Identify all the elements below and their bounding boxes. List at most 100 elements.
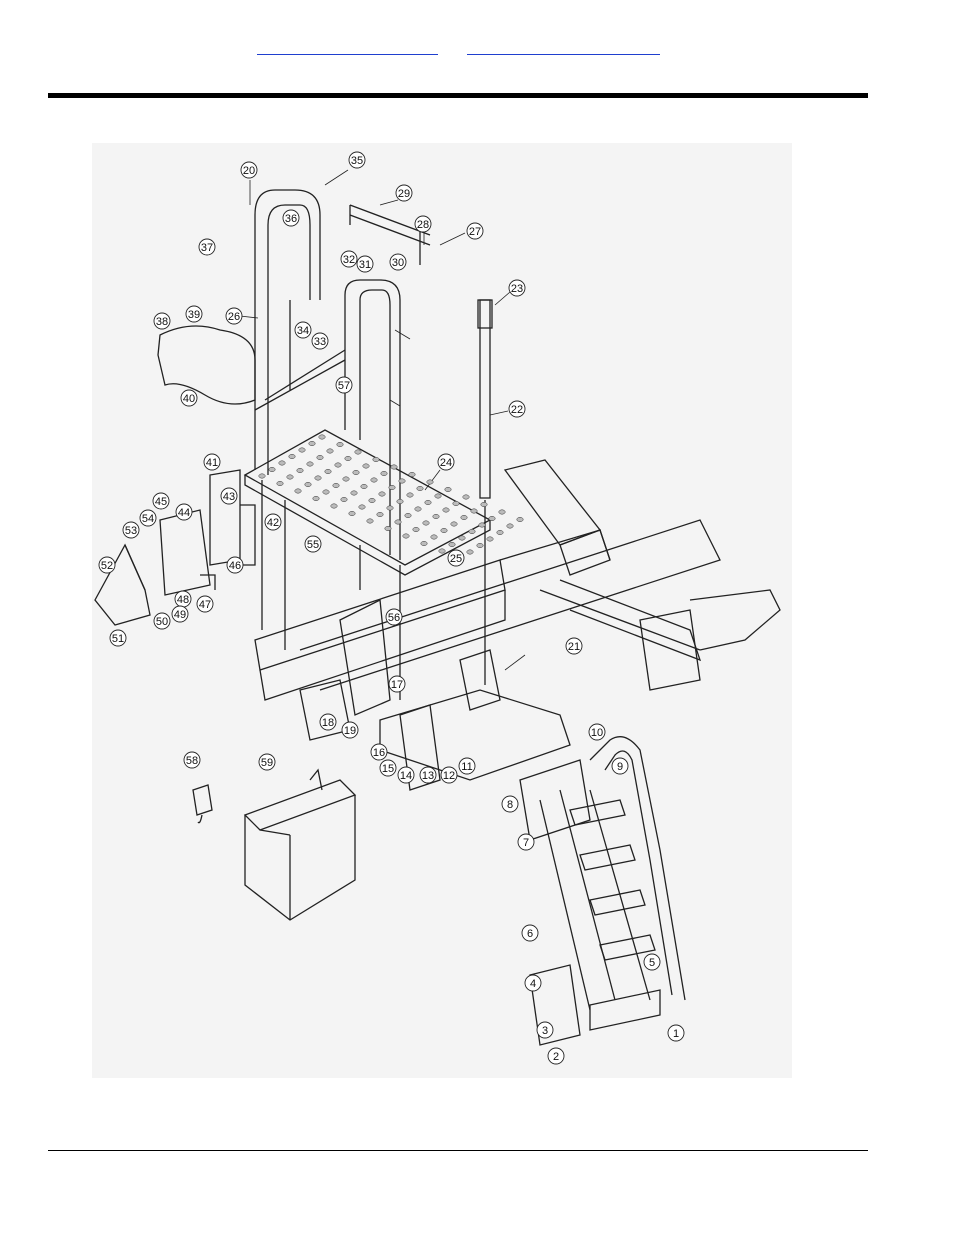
perforation bbox=[488, 516, 496, 521]
callout-45: 45 bbox=[152, 492, 170, 510]
perforation bbox=[424, 500, 432, 505]
perforation bbox=[498, 509, 506, 515]
header-link-1[interactable] bbox=[257, 40, 438, 55]
callout-number: 46 bbox=[229, 560, 241, 572]
callout-number: 28 bbox=[417, 219, 429, 231]
perforation bbox=[276, 481, 284, 486]
callout-35: 35 bbox=[348, 151, 366, 169]
perforation bbox=[412, 527, 420, 532]
perforation bbox=[496, 530, 504, 535]
perforation bbox=[296, 468, 304, 473]
callout-circle bbox=[311, 332, 329, 350]
perforation bbox=[434, 493, 442, 499]
callout-circle bbox=[185, 305, 203, 323]
callout-number: 2 bbox=[553, 1051, 559, 1063]
perforation bbox=[324, 469, 332, 474]
callout-14: 14 bbox=[397, 766, 415, 784]
perforation bbox=[368, 498, 376, 503]
callout-1: 1 bbox=[667, 1024, 685, 1042]
perforation bbox=[318, 434, 326, 440]
callout-number: 38 bbox=[156, 316, 168, 328]
callout-number: 8 bbox=[507, 799, 513, 811]
perforation bbox=[332, 483, 340, 488]
callout-circle bbox=[667, 1024, 685, 1042]
callout-36: 36 bbox=[282, 209, 300, 227]
callout-22: 22 bbox=[508, 400, 526, 418]
perforation bbox=[278, 460, 286, 466]
callout-8: 8 bbox=[501, 795, 519, 813]
perforation bbox=[330, 503, 338, 509]
callout-58: 58 bbox=[183, 751, 201, 769]
perforation bbox=[304, 482, 312, 487]
callout-circle bbox=[264, 513, 282, 531]
callout-number: 43 bbox=[223, 491, 235, 503]
callout-circle bbox=[258, 753, 276, 771]
callout-number: 12 bbox=[443, 770, 455, 782]
callout-number: 51 bbox=[112, 633, 124, 645]
callout-28: 28 bbox=[414, 215, 432, 233]
header-rule bbox=[48, 93, 868, 98]
perforation bbox=[516, 517, 524, 522]
callout-circle bbox=[348, 151, 366, 169]
callout-number: 59 bbox=[261, 757, 273, 769]
callout-number: 30 bbox=[392, 257, 404, 269]
callout-circle bbox=[524, 974, 542, 992]
perforation bbox=[450, 521, 458, 527]
callout-circle bbox=[153, 312, 171, 330]
callout-circle bbox=[122, 521, 140, 539]
callout-number: 42 bbox=[267, 517, 279, 529]
callout-51: 51 bbox=[109, 629, 127, 647]
callout-44: 44 bbox=[175, 503, 193, 521]
perforation bbox=[376, 512, 384, 517]
callout-circle bbox=[152, 492, 170, 510]
callout-2: 2 bbox=[547, 1047, 565, 1065]
callout-circle bbox=[395, 184, 413, 202]
callout-circle bbox=[501, 795, 519, 813]
control-box bbox=[159, 469, 256, 596]
perforation bbox=[386, 505, 394, 511]
perforation bbox=[314, 475, 322, 481]
perforation bbox=[398, 478, 406, 484]
callout-23: 23 bbox=[508, 279, 526, 297]
callout-20: 20 bbox=[240, 161, 258, 179]
callout-38: 38 bbox=[153, 312, 171, 330]
leader-lines bbox=[239, 169, 526, 671]
callout-circle bbox=[437, 453, 455, 471]
callout-circle bbox=[388, 675, 406, 693]
callout-circle bbox=[183, 751, 201, 769]
callout-number: 45 bbox=[155, 496, 167, 508]
callout-25: 25 bbox=[447, 549, 465, 567]
callout-number: 15 bbox=[382, 763, 394, 775]
callout-18: 18 bbox=[319, 713, 337, 731]
callout-43: 43 bbox=[220, 487, 238, 505]
callout-circle bbox=[153, 612, 171, 630]
perforation bbox=[316, 455, 324, 460]
callout-number: 52 bbox=[101, 560, 113, 572]
main-frame bbox=[254, 459, 781, 791]
header-link-2[interactable] bbox=[467, 40, 660, 55]
perforation bbox=[506, 523, 514, 529]
callout-number: 41 bbox=[206, 457, 218, 469]
callout-number: 39 bbox=[188, 309, 200, 321]
callout-40: 40 bbox=[180, 389, 198, 407]
callout-39: 39 bbox=[185, 305, 203, 323]
callout-21: 21 bbox=[565, 637, 583, 655]
callout-number: 3 bbox=[542, 1025, 548, 1037]
callout-circle bbox=[611, 757, 629, 775]
callout-12: 12 bbox=[440, 766, 458, 784]
perforation bbox=[468, 529, 476, 534]
callout-labels: 1234567891011121314151617181920212223242… bbox=[98, 151, 685, 1065]
callout-circle bbox=[414, 215, 432, 233]
callout-number: 14 bbox=[400, 770, 412, 782]
perforation bbox=[442, 507, 450, 513]
callout-circle bbox=[341, 721, 359, 739]
callout-circle bbox=[458, 757, 476, 775]
callout-circle bbox=[98, 556, 116, 574]
callout-30: 30 bbox=[389, 253, 407, 271]
perforation bbox=[288, 454, 296, 459]
callout-37: 37 bbox=[198, 238, 216, 256]
callout-circle bbox=[180, 389, 198, 407]
callout-circle bbox=[282, 209, 300, 227]
perforation bbox=[336, 442, 344, 447]
